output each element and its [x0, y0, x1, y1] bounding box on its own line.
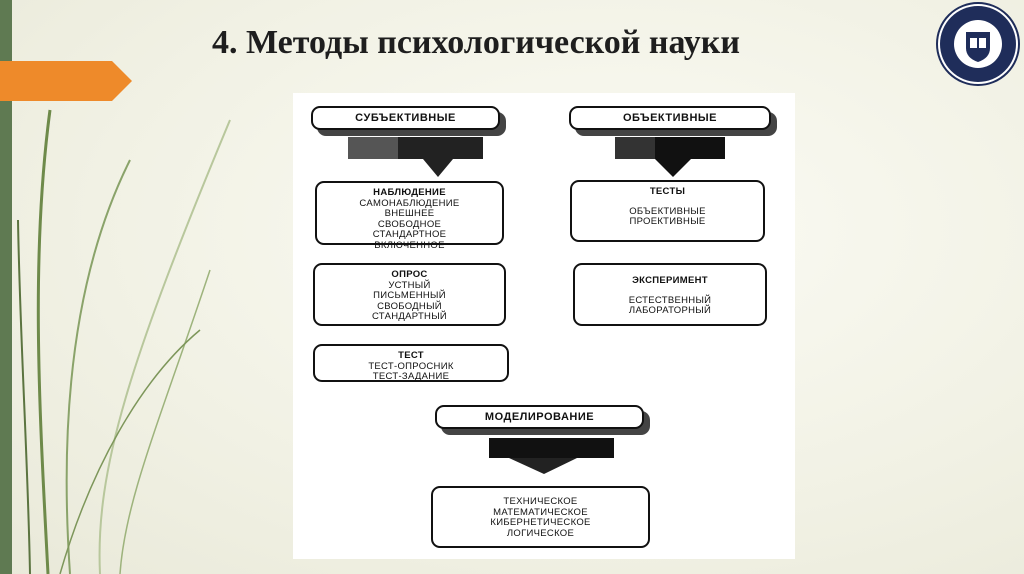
observation-title: НАБЛЮДЕНИЕ	[317, 188, 502, 199]
modeling-item: ТЕХНИЧЕСКОЕ	[433, 497, 648, 508]
observation-item: ВНЕШНЕЕ	[317, 209, 502, 220]
objective-arrow	[615, 137, 725, 179]
test-title: ТЕСТ	[315, 351, 507, 362]
methods-diagram: СУБЪЕКТИВНЫЕ НАБЛЮДЕНИЕ САМОНАБЛЮДЕНИЕ В…	[293, 93, 795, 559]
modeling-item: ЛОГИЧЕСКОЕ	[433, 529, 648, 540]
tests-title: ТЕСТЫ	[572, 187, 763, 198]
experiment-box: ЭКСПЕРИМЕНТ ЕСТЕСТВЕННЫЙ ЛАБОРАТОРНЫЙ	[573, 263, 767, 326]
slide-title: 4. Методы психологической науки	[212, 24, 740, 62]
institute-seal-icon	[936, 2, 1020, 86]
test-item: ТЕСТ-ЗАДАНИЕ	[315, 372, 507, 383]
subjective-arrow	[348, 137, 483, 179]
modeling-header: МОДЕЛИРОВАНИЕ	[435, 405, 644, 429]
tests-item: ПРОЕКТИВНЫЕ	[572, 217, 763, 228]
survey-item: СТАНДАРТНЫЙ	[315, 312, 504, 323]
observation-item: СТАНДАРТНОЕ	[317, 230, 502, 241]
test-box: ТЕСТ ТЕСТ-ОПРОСНИК ТЕСТ-ЗАДАНИЕ	[313, 344, 509, 382]
tests-box: ТЕСТЫ ОБЪЕКТИВНЫЕ ПРОЕКТИВНЫЕ	[570, 180, 765, 242]
modeling-item: КИБЕРНЕТИЧЕСКОЕ	[433, 518, 648, 529]
observation-item: ВКЛЮЧЕННОЕ	[317, 241, 502, 252]
objective-header: ОБЪЕКТИВНЫЕ	[569, 106, 771, 130]
subjective-header: СУБЪЕКТИВНЫЕ	[311, 106, 500, 130]
modeling-arrow	[489, 438, 614, 478]
modeling-types-box: ТЕХНИЧЕСКОЕ МАТЕМАТИЧЕСКОЕ КИБЕРНЕТИЧЕСК…	[431, 486, 650, 548]
survey-box: ОПРОС УСТНЫЙ ПИСЬМЕННЫЙ СВОБОДНЫЙ СТАНДА…	[313, 263, 506, 326]
survey-title: ОПРОС	[315, 270, 504, 281]
observation-box: НАБЛЮДЕНИЕ САМОНАБЛЮДЕНИЕ ВНЕШНЕЕ СВОБОД…	[315, 181, 504, 245]
experiment-item: ЛАБОРАТОРНЫЙ	[575, 306, 765, 317]
survey-item: ПИСЬМЕННЫЙ	[315, 291, 504, 302]
experiment-title: ЭКСПЕРИМЕНТ	[575, 276, 765, 287]
orange-accent-tab	[0, 61, 132, 101]
